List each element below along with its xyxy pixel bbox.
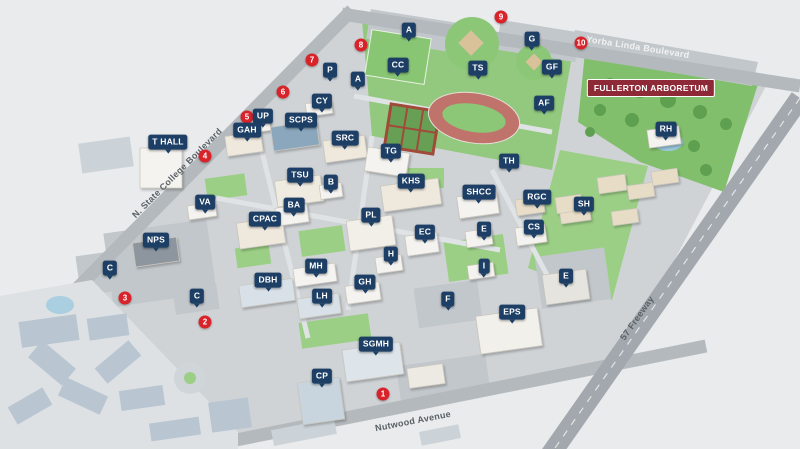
practice-field [364,29,432,85]
building-marker-af-8[interactable]: AF [534,95,554,114]
building-marker-p-5[interactable]: P [323,62,337,81]
building-marker-mh-32[interactable]: MH [305,258,327,277]
building-marker-cs-27[interactable]: CS [523,219,545,238]
building-marker-a-0[interactable]: A [401,22,417,41]
parking-lot-marker-4[interactable]: 4 [198,149,212,163]
state-college-road [41,5,357,325]
building-marker-rh-16[interactable]: RH [655,121,677,140]
building-marker-ts-3[interactable]: TS [468,60,488,79]
street-label-3: Nutwood Avenue [374,408,452,434]
building-marker-khs-19[interactable]: KHS [397,173,425,192]
yorba-linda-road [340,7,800,93]
building-marker-cc-2[interactable]: CC [387,57,409,76]
building-marker-b-18[interactable]: B [323,174,339,193]
building-marker-ba-24[interactable]: BA [283,197,305,216]
building-marker-tg-14[interactable]: TG [380,143,402,162]
building-marker-cpac-26[interactable]: CPAC [248,211,282,230]
building-marker-tsu-17[interactable]: TSU [287,167,313,186]
building-marker-sh-22[interactable]: SH [573,196,595,215]
building-marker-e-35[interactable]: E [559,268,573,287]
area-label-0: FULLERTON ARBORETUM [586,79,716,97]
building-marker-t-hall-13[interactable]: T HALL [148,134,188,153]
building-marker-lh-39[interactable]: LH [312,288,332,307]
building-marker-th-15[interactable]: TH [499,153,519,172]
building-marker-c-38[interactable]: C [189,288,205,307]
building-marker-e-28[interactable]: E [477,221,491,240]
building-marker-cy-7[interactable]: CY [311,93,333,112]
parking-lot-marker-5[interactable]: 5 [240,110,254,124]
running-track [427,91,521,145]
parking-lot-marker-9[interactable]: 9 [494,10,508,24]
building-marker-a-6[interactable]: A [350,71,366,90]
building-marker-gh-37[interactable]: GH [354,274,376,293]
building-marker-cp-43[interactable]: CP [311,368,333,387]
parking-lot-marker-3[interactable]: 3 [118,291,132,305]
parking-lot-marker-10[interactable]: 10 [574,36,588,50]
building-marker-va-23[interactable]: VA [195,194,215,213]
building-marker-gf-4[interactable]: GF [541,59,563,78]
building-marker-src-12[interactable]: SRC [331,130,359,149]
building-marker-gah-11[interactable]: GAH [233,122,261,141]
offcampus-residential [0,280,252,449]
parking-lot-marker-2[interactable]: 2 [198,315,212,329]
building-marker-f-40[interactable]: F [441,291,455,310]
parking-lot-marker-6[interactable]: 6 [276,85,290,99]
building-marker-shcc-20[interactable]: SHCC [462,184,496,203]
building-marker-g-1[interactable]: G [524,31,540,50]
building-marker-c-34[interactable]: C [102,260,118,279]
building-marker-ec-29[interactable]: EC [414,224,436,243]
building-marker-rgc-21[interactable]: RGC [523,189,551,208]
building-marker-sgmh-42[interactable]: SGMH [358,336,394,355]
parking-lot-marker-7[interactable]: 7 [305,53,319,67]
tennis-courts [382,102,442,156]
parking-lot-marker-8[interactable]: 8 [354,38,368,52]
street-label-0: Yorba Linda Boulevard [585,33,691,61]
building-marker-h-31[interactable]: H [383,246,399,265]
building-marker-dbh-36[interactable]: DBH [254,272,282,291]
building-marker-pl-25[interactable]: PL [361,207,381,226]
building-marker-i-33[interactable]: I [478,258,490,277]
building-marker-up-9[interactable]: UP [252,108,274,127]
building-marker-nps-30[interactable]: NPS [142,232,170,251]
building-marker-eps-41[interactable]: EPS [499,304,525,323]
parking-lot-marker-1[interactable]: 1 [376,387,390,401]
street-label-2: 57 Freeway [618,294,656,342]
building-marker-scps-10[interactable]: SCPS [285,112,317,131]
